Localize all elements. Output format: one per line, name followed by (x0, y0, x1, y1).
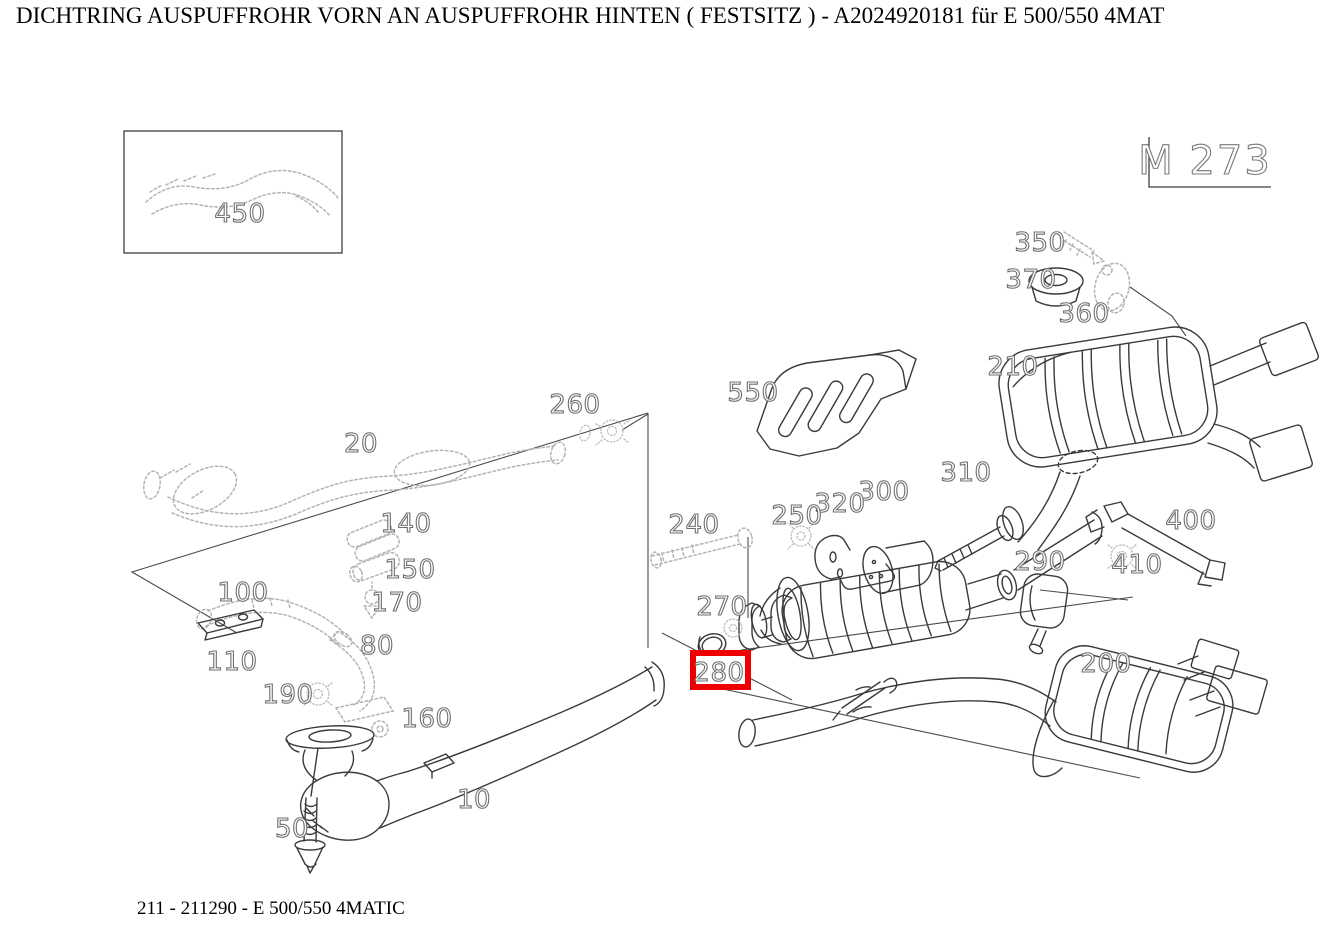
pipe-joint-flanges (738, 594, 793, 651)
part-370-grommet (1028, 267, 1084, 307)
part-label-400[interactable]: 400 (1165, 505, 1217, 536)
part-50-bolt (294, 747, 326, 874)
part-300-spacer (862, 540, 934, 595)
part-label-210[interactable]: 210 (987, 351, 1039, 382)
m273-corner (1148, 137, 1271, 188)
part-label-50[interactable]: 50 (274, 813, 309, 844)
part-label-310[interactable]: 310 (940, 457, 992, 488)
part-200-muffler (1032, 638, 1268, 778)
part-label-370[interactable]: 370 (1005, 264, 1057, 295)
part-100-pipe (195, 597, 353, 648)
part-label-350[interactable]: 350 (1014, 227, 1066, 258)
part-310-bolt (934, 506, 1024, 572)
part-label-410[interactable]: 410 (1111, 549, 1163, 580)
part-140-isolator (346, 519, 400, 562)
inset-450 (123, 130, 343, 254)
pipe-to-rear-muffler (1013, 471, 1103, 591)
part-190-nut (302, 681, 334, 707)
part-label-260[interactable]: 260 (549, 389, 601, 420)
diagram-caption: 211 - 211290 - E 500/550 4MATIC (137, 898, 405, 919)
part-350-screw (1059, 231, 1106, 265)
part-label-80[interactable]: 80 (359, 630, 394, 661)
engine-frame (1148, 137, 1271, 188)
part-160-plate (334, 696, 395, 738)
part-label-140[interactable]: 140 (380, 508, 432, 539)
inset-box (123, 130, 343, 254)
part-290-clamp (1019, 573, 1069, 655)
part-label-290[interactable]: 290 (1014, 546, 1066, 577)
part-label-170[interactable]: 170 (371, 587, 423, 618)
part-label-550[interactable]: 550 (727, 377, 779, 408)
part-label-m-273[interactable]: M 273 (1138, 137, 1272, 184)
part-label-240[interactable]: 240 (668, 509, 720, 540)
part-550-heat-shield (756, 349, 917, 457)
center-muffler (750, 560, 1018, 660)
part-110-bracket (197, 609, 264, 641)
part-label-270[interactable]: 270 (696, 591, 748, 622)
part-label-10[interactable]: 10 (456, 784, 491, 815)
part-label-250[interactable]: 250 (771, 500, 823, 531)
part-240-bolt (650, 527, 753, 569)
part-label-280[interactable]: 280 (693, 657, 745, 688)
part-label-110[interactable]: 110 (206, 646, 258, 677)
part-80-strap (329, 631, 376, 712)
part-410-fastener (1106, 543, 1138, 570)
part-260-gasket (579, 419, 631, 446)
pipe-to-200 (738, 677, 1057, 748)
part-label-320[interactable]: 320 (814, 488, 866, 519)
page-title: DICHTRING AUSPUFFROHR VORN AN AUSPUFFROH… (16, 3, 1165, 28)
part-label-300[interactable]: 300 (858, 476, 910, 507)
part-label-200[interactable]: 200 (1080, 648, 1132, 679)
part-label-360[interactable]: 360 (1058, 298, 1110, 329)
part-270-nut (723, 618, 743, 638)
part-label-20[interactable]: 20 (343, 428, 378, 459)
highlight-box-280 (690, 650, 751, 690)
leader-lines (130, 286, 1187, 779)
part-250-nut (787, 522, 815, 550)
part-label-450[interactable]: 450 (214, 198, 266, 229)
part-150-sleeve (348, 551, 401, 583)
part-label-150[interactable]: 150 (384, 554, 436, 585)
part-label-100[interactable]: 100 (217, 577, 269, 608)
part-170-bolt (362, 581, 382, 620)
part-360-mount (1093, 262, 1131, 314)
part-320-bracket (814, 534, 896, 590)
part-label-160[interactable]: 160 (401, 703, 453, 734)
part-20-front-pipe-ghost (143, 441, 567, 528)
part-label-190[interactable]: 190 (262, 679, 314, 710)
part-210-muffler (998, 321, 1320, 482)
part-400-bracket (1085, 501, 1226, 587)
